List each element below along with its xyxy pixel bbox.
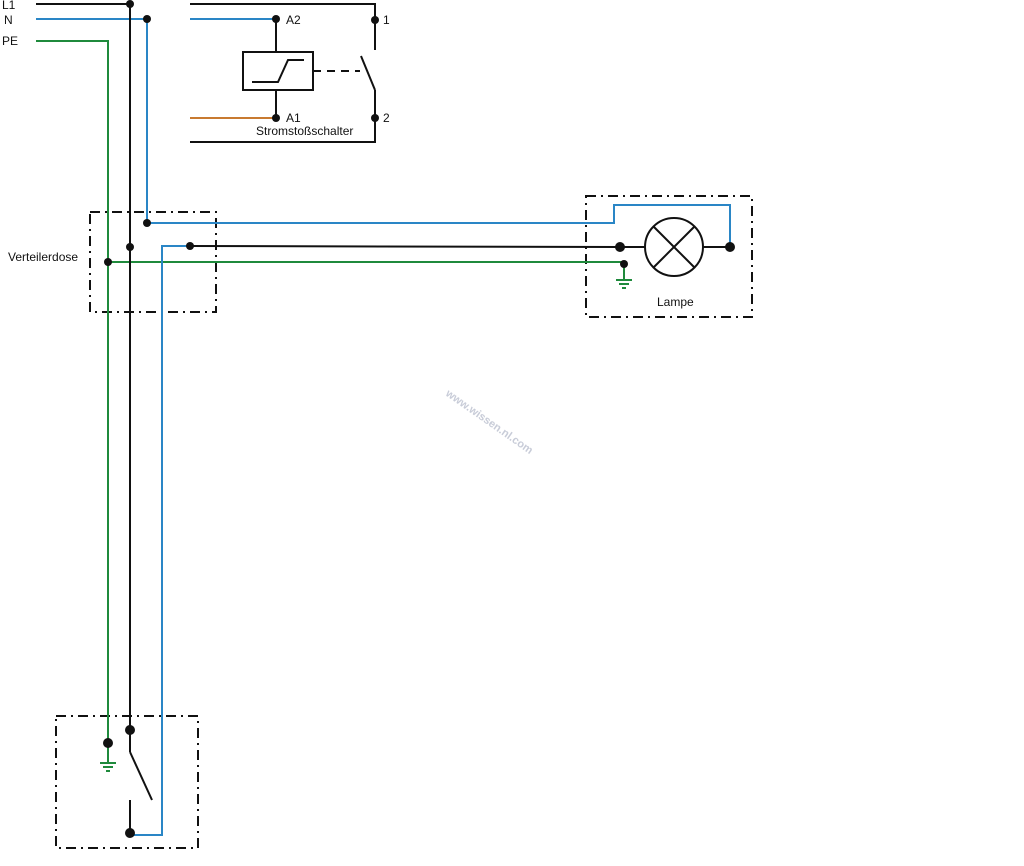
neutral-wire	[36, 18, 731, 836]
label-pe: PE	[2, 34, 18, 48]
watermark-text: www.wissen.nl.com	[442, 387, 535, 457]
switch-box	[55, 715, 199, 849]
phase-wire	[36, 3, 730, 835]
label-terminal-2: 2	[383, 111, 390, 125]
earth-wire	[36, 40, 625, 762]
label-a1: A1	[286, 111, 301, 125]
relay-contact	[313, 55, 376, 91]
ground-symbol-lamp	[616, 279, 632, 289]
label-lamp: Lampe	[657, 295, 694, 309]
ground-symbol-switch	[100, 762, 116, 772]
connection-dots	[103, 0, 735, 838]
label-l1: L1	[2, 0, 16, 12]
lamp-box	[585, 195, 753, 318]
label-relay: Stromstoßschalter	[256, 124, 353, 138]
label-n: N	[4, 13, 13, 27]
relay-coil	[242, 19, 314, 118]
lamp-symbol	[644, 217, 704, 277]
label-terminal-1: 1	[383, 13, 390, 27]
label-a2: A2	[286, 13, 301, 27]
label-junction-box: Verteilerdose	[8, 250, 78, 264]
